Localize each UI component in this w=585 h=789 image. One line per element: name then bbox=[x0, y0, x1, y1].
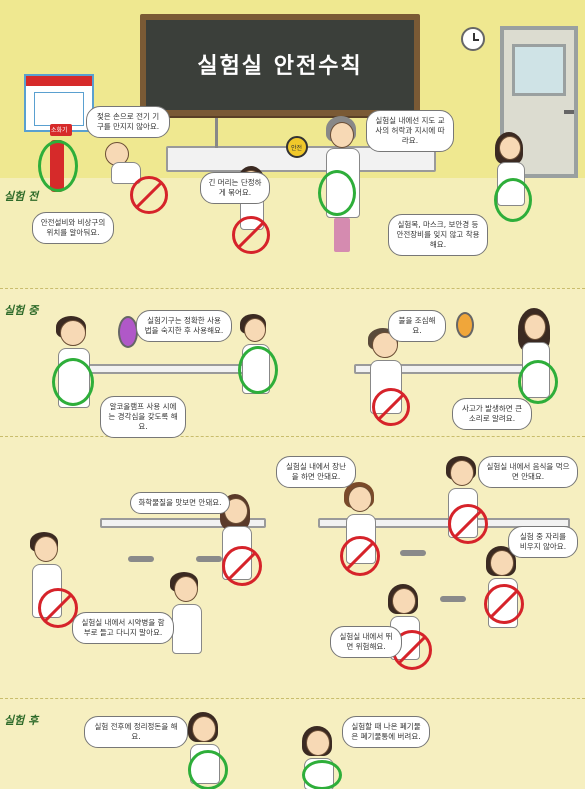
speech-bubble: 사고가 발생하면 큰소리로 알려요. bbox=[452, 398, 532, 431]
speech-bubble: 긴 머리는 단정하게 묶어요. bbox=[200, 172, 270, 205]
speech-bubble: 실험할 때 나온 폐기물은 폐기물통에 버려요. bbox=[342, 716, 430, 749]
speech-bubble: 실험기구는 정확한 사용법을 숙지한 후 사용해요. bbox=[136, 310, 232, 343]
section-label-after: 실험 후 bbox=[4, 714, 39, 727]
ok-circle-icon bbox=[188, 750, 228, 789]
ok-circle-icon bbox=[318, 170, 356, 216]
ok-circle-icon bbox=[38, 140, 78, 192]
page-title: 실험실 안전수칙 bbox=[197, 54, 363, 79]
exit-door bbox=[500, 26, 578, 178]
safety-badge-icon: 안전 bbox=[286, 136, 308, 158]
speech-bubble: 실험실 내에서 시약병을 함부로 들고 다니지 말아요. bbox=[72, 612, 174, 645]
speech-bubble: 알코올램프 사용 시에는 경각심을 갖도록 해요. bbox=[100, 396, 186, 439]
chalkboard: 실험실 안전수칙 bbox=[140, 14, 420, 116]
flame-icon bbox=[456, 312, 474, 338]
lab-stool bbox=[400, 550, 426, 556]
ok-circle-icon bbox=[238, 346, 278, 394]
lab-bench bbox=[100, 518, 266, 528]
ok-circle-icon bbox=[52, 358, 94, 406]
lab-bench bbox=[318, 518, 570, 528]
no-circle-icon bbox=[130, 176, 168, 214]
ok-circle-icon bbox=[518, 360, 558, 404]
no-circle-icon bbox=[448, 504, 488, 544]
speech-bubble: 화학물질을 맛보면 안돼요. bbox=[130, 492, 230, 515]
door-window bbox=[512, 44, 566, 96]
no-circle-icon bbox=[38, 588, 78, 628]
lab-stool bbox=[128, 556, 154, 562]
speech-bubble: 실험 중 자리를 비우지 않아요. bbox=[508, 526, 578, 559]
extinguisher-sign: 소화기 bbox=[50, 124, 72, 136]
speech-bubble: 실험실 내에서 음식을 먹으면 안돼요. bbox=[478, 456, 578, 489]
no-circle-icon bbox=[340, 536, 380, 576]
speech-bubble: 실험실 내에서 뛰면 위험해요. bbox=[330, 626, 402, 659]
speech-bubble: 실험실 내에서 장난을 하면 안돼요. bbox=[276, 456, 356, 489]
faucet-icon bbox=[215, 118, 218, 148]
speech-bubble: 실험 전후에 정리정돈을 해요. bbox=[84, 716, 188, 749]
lab-stool bbox=[196, 556, 222, 562]
clock-icon bbox=[461, 27, 485, 51]
speech-bubble: 실험실 내에선 지도 교사의 허락과 지시에 따라요. bbox=[366, 110, 454, 153]
no-circle-icon bbox=[232, 216, 270, 254]
ok-circle-icon bbox=[494, 178, 532, 222]
flask-icon bbox=[118, 316, 138, 348]
speech-bubble: 불을 조심해요. bbox=[388, 310, 446, 343]
no-circle-icon bbox=[372, 388, 410, 426]
section-label-before: 실험 전 bbox=[4, 190, 39, 203]
lab-bench bbox=[84, 364, 264, 374]
no-circle-icon bbox=[222, 546, 262, 586]
speech-bubble: 젖은 손으로 전기 기구를 만지지 않아요. bbox=[86, 106, 170, 139]
section-label-during: 실험 중 bbox=[4, 304, 39, 317]
no-circle-icon bbox=[484, 584, 524, 624]
speech-bubble: 안전설비와 비상구의 위치를 알아둬요. bbox=[32, 212, 114, 245]
lab-stool bbox=[440, 596, 466, 602]
speech-bubble: 실험복, 마스크, 보안경 등 안전장비를 잊지 않고 착용해요. bbox=[388, 214, 488, 257]
ok-circle-icon bbox=[302, 760, 342, 789]
